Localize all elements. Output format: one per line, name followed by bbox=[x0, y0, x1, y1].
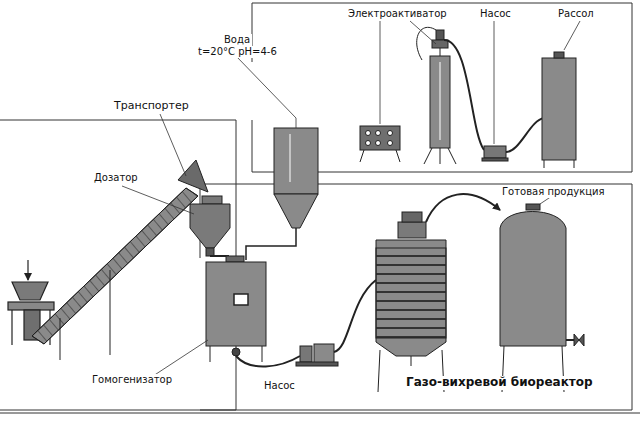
part-label: Транспортер bbox=[112, 100, 191, 113]
part-label: Насос bbox=[478, 8, 513, 20]
part-label: Дозатор bbox=[92, 172, 140, 184]
part-label: Электроактиватор bbox=[346, 8, 449, 20]
part-label: Газо-вихревой биореактор bbox=[404, 376, 595, 390]
part-label: Насос bbox=[262, 380, 297, 392]
part-label: Готовая продукция bbox=[500, 186, 607, 198]
part-label: Вода bbox=[222, 34, 252, 46]
part-label: Рассол bbox=[556, 8, 596, 20]
part-label: Гомогенизатор bbox=[90, 374, 174, 386]
part-label: t=20°C pH=4-6 bbox=[196, 46, 279, 58]
